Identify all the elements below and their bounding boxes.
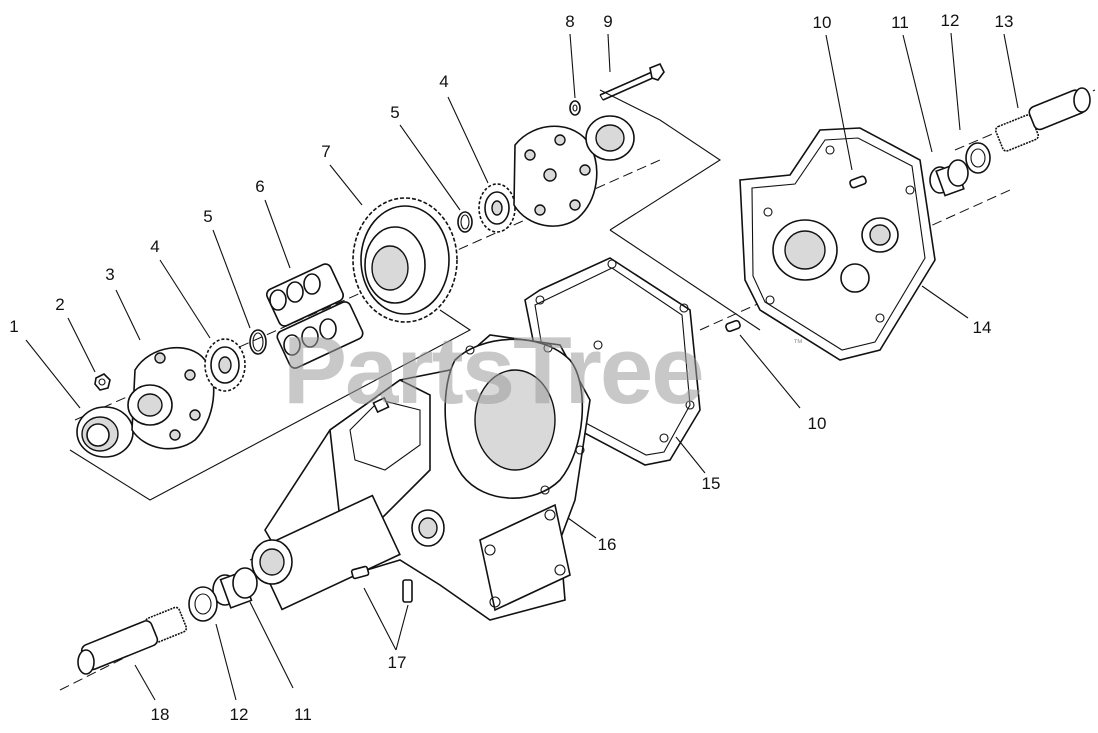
part-1-seal bbox=[76, 406, 134, 458]
part-4-gear-right bbox=[478, 183, 516, 233]
callout-2: 2 bbox=[55, 295, 64, 314]
part-3-carrier bbox=[127, 346, 215, 450]
callout-18: 18 bbox=[151, 705, 170, 724]
part-11-bushing-lower bbox=[212, 567, 258, 609]
part-5-snap-ring-right bbox=[457, 211, 473, 233]
callout-10b: 10 bbox=[808, 414, 827, 433]
part-10-dowel-pin-upper bbox=[849, 175, 867, 189]
callout-7: 7 bbox=[321, 142, 330, 161]
assembly-boundary bbox=[69, 89, 761, 501]
part-17-set-screws bbox=[350, 565, 413, 603]
callout-3: 3 bbox=[105, 265, 114, 284]
callout-4a: 4 bbox=[150, 237, 159, 256]
callout-12b: 12 bbox=[230, 705, 249, 724]
part-16-housing bbox=[251, 334, 591, 621]
part-11-bushing-upper bbox=[929, 159, 969, 197]
part-12-washer-lower bbox=[188, 586, 218, 622]
part-18-splined-shaft bbox=[77, 606, 188, 675]
callout-5b: 5 bbox=[390, 103, 399, 122]
watermark-trademark: ™ bbox=[793, 338, 803, 349]
part-6-pinion-cluster bbox=[266, 263, 364, 369]
part-1-seal-right bbox=[585, 115, 635, 161]
callout-17: 17 bbox=[388, 653, 407, 672]
part-13-splined-shaft bbox=[994, 87, 1091, 152]
callout-4b: 4 bbox=[439, 72, 448, 91]
part-2-nut bbox=[94, 373, 111, 391]
callout-5a: 5 bbox=[203, 207, 212, 226]
part-8-washer bbox=[569, 100, 581, 116]
callout-12a: 12 bbox=[941, 11, 960, 30]
callout-11a: 11 bbox=[891, 13, 909, 32]
callout-labels: 1 2 3 4 5 6 7 5 4 8 9 10 11 12 13 14 10 … bbox=[9, 11, 1013, 724]
part-10-dowel-pin-lower bbox=[725, 319, 741, 333]
part-14-cover bbox=[739, 127, 936, 361]
part-9-bolt bbox=[599, 62, 665, 101]
part-7-ring-gear bbox=[352, 197, 458, 323]
callout-1: 1 bbox=[9, 317, 18, 336]
callout-6: 6 bbox=[255, 177, 264, 196]
callout-16: 16 bbox=[598, 535, 617, 554]
callout-10a: 10 bbox=[813, 13, 832, 32]
callout-15: 15 bbox=[702, 474, 721, 493]
leader-lines bbox=[25, 32, 1019, 701]
callout-8: 8 bbox=[565, 12, 574, 31]
callout-9: 9 bbox=[603, 12, 612, 31]
part-4-gear-left bbox=[204, 338, 246, 392]
callout-13: 13 bbox=[995, 12, 1014, 31]
part-12-washer-upper bbox=[965, 142, 991, 174]
callout-11b: 11 bbox=[294, 705, 312, 724]
part-carrier-right bbox=[513, 125, 598, 227]
callout-14: 14 bbox=[973, 318, 992, 337]
watermark-text: PartsTree bbox=[283, 317, 703, 424]
part-5-snap-ring-left bbox=[249, 329, 267, 355]
